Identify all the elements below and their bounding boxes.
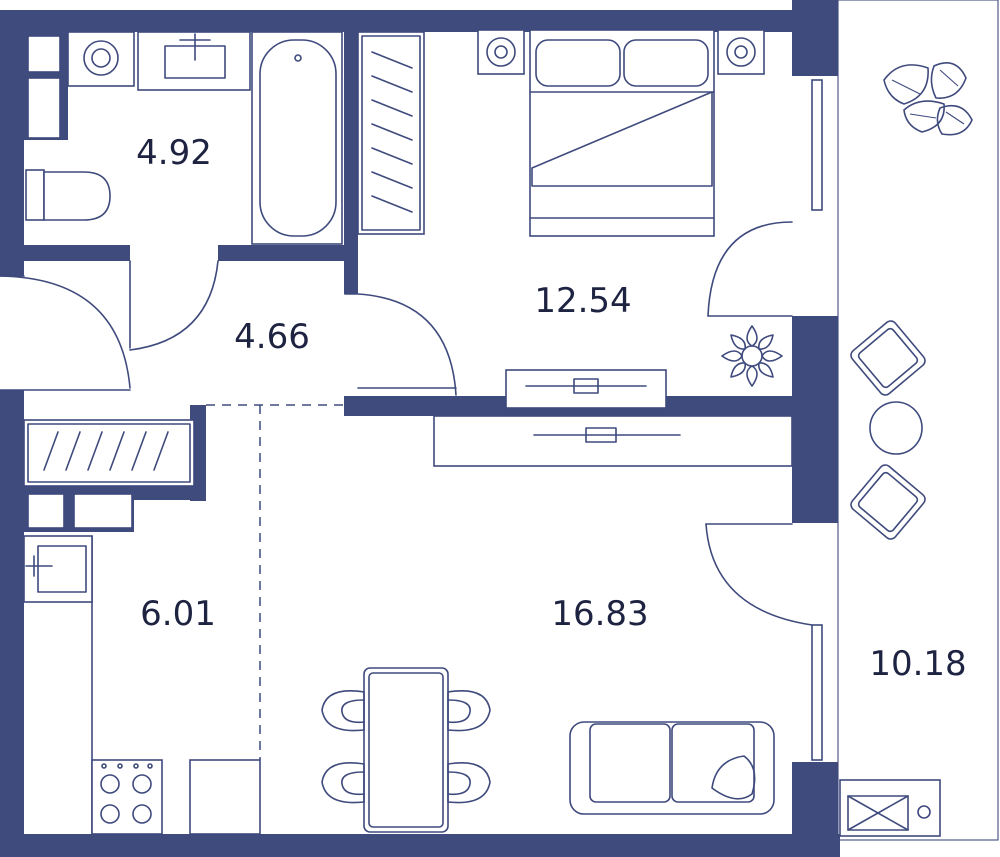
window-icon [811, 79, 823, 211]
wardrobe-icon [357, 31, 425, 235]
door-icon [0, 260, 457, 760]
round-table-icon [869, 401, 923, 455]
tv-stand-icon [505, 369, 667, 409]
walls [0, 0, 840, 857]
bathtub-icon [251, 31, 343, 245]
balcony-outline [811, 0, 999, 841]
room-area-balcony: 10.18 [869, 644, 966, 684]
bed-icon [529, 29, 715, 237]
door-icon [705, 523, 813, 626]
sink-icon [137, 31, 251, 91]
balcony-fixtures [839, 62, 973, 837]
chair-icon [321, 690, 491, 804]
plant-icon [721, 325, 783, 387]
stove-icon [91, 759, 163, 835]
sink-icon [23, 535, 93, 603]
kitchen-fixtures [23, 419, 261, 835]
nightstand-icon [477, 29, 765, 75]
room-area-living-room: 16.83 [551, 594, 648, 634]
room-area-hallway: 4.66 [234, 317, 310, 357]
dining-table-icon [363, 667, 449, 833]
bathroom-fixtures [25, 31, 343, 245]
door-icon [707, 221, 793, 317]
bedroom-fixtures [357, 29, 793, 409]
wardrobe-icon [23, 419, 195, 487]
sofa-icon [569, 721, 775, 815]
room-area-bedroom: 12.54 [534, 281, 631, 321]
chair-icon [850, 320, 926, 540]
window-icon [811, 624, 823, 761]
tv-stand-icon [433, 415, 793, 467]
room-area-kitchen: 6.01 [140, 594, 216, 634]
room-labels: 4.92 12.54 4.66 6.01 16.83 10.18 [136, 133, 967, 684]
toilet-icon [25, 169, 111, 221]
plant-icon [883, 62, 973, 136]
air-conditioner-icon [839, 779, 941, 837]
room-area-bathroom: 4.92 [136, 133, 212, 173]
living-room-fixtures [321, 415, 813, 833]
washing-machine-icon [67, 31, 135, 87]
